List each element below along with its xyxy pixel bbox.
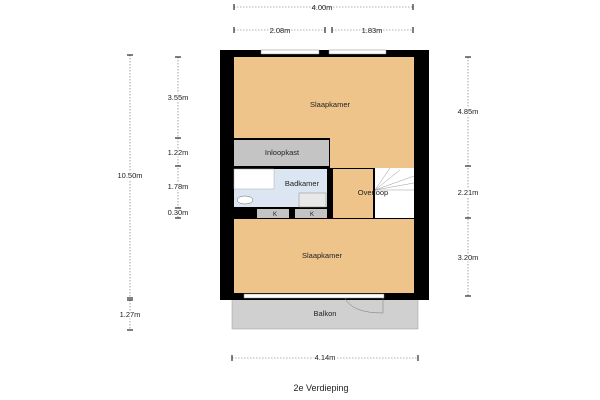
label-kast-1: K [273,212,277,218]
balcony-door [243,293,385,299]
inloopkast-area [234,140,329,166]
dim-top-left: 2.08m [270,26,291,35]
stair-treads [374,167,415,191]
dim-left-1: 3.55m [168,93,189,102]
door-swing [344,297,384,314]
dim-left-total: 10.50m [117,171,142,180]
label-badkamer: Badkamer [285,179,320,188]
dim-top-total: 4.00m [312,3,333,12]
bathtub [233,168,275,190]
dim-left-balkon: 1.27m [120,310,141,319]
dim-top-right: 1.83m [362,26,383,35]
label-inloopkast: Inloopkast [265,148,300,157]
overloop-area [333,169,373,218]
label-kast-2: K [310,212,314,218]
stairs [375,168,414,218]
hall-strip [330,138,414,168]
dim-bottom-total: 4.14m [315,353,336,362]
dim-right-1: 4.85m [458,107,479,116]
label-overloop: Overloop [358,188,388,197]
balkon-area [231,298,419,330]
label-balkon: Balkon [314,309,337,318]
sink [298,192,327,208]
floor-title: 2e Verdieping [293,383,349,393]
label-slaapkamer-bottom: Slaapkamer [302,251,343,260]
toilet [236,195,254,205]
dim-right-3: 3.20m [458,253,479,262]
window-top-left [260,49,320,55]
slaapkamer-bottom-area [234,219,414,293]
kast-1-area [257,209,289,218]
kast-2-area [295,209,327,218]
window-top-right [328,49,387,55]
dim-left-2: 1.22m [168,148,189,157]
dim-right-2: 2.21m [458,188,479,197]
dim-left-3: 1.78m [168,182,189,191]
label-slaapkamer-top: Slaapkamer [310,100,351,109]
slaapkamer-top-area [234,57,414,138]
dim-left-4: 0.30m [168,208,189,217]
